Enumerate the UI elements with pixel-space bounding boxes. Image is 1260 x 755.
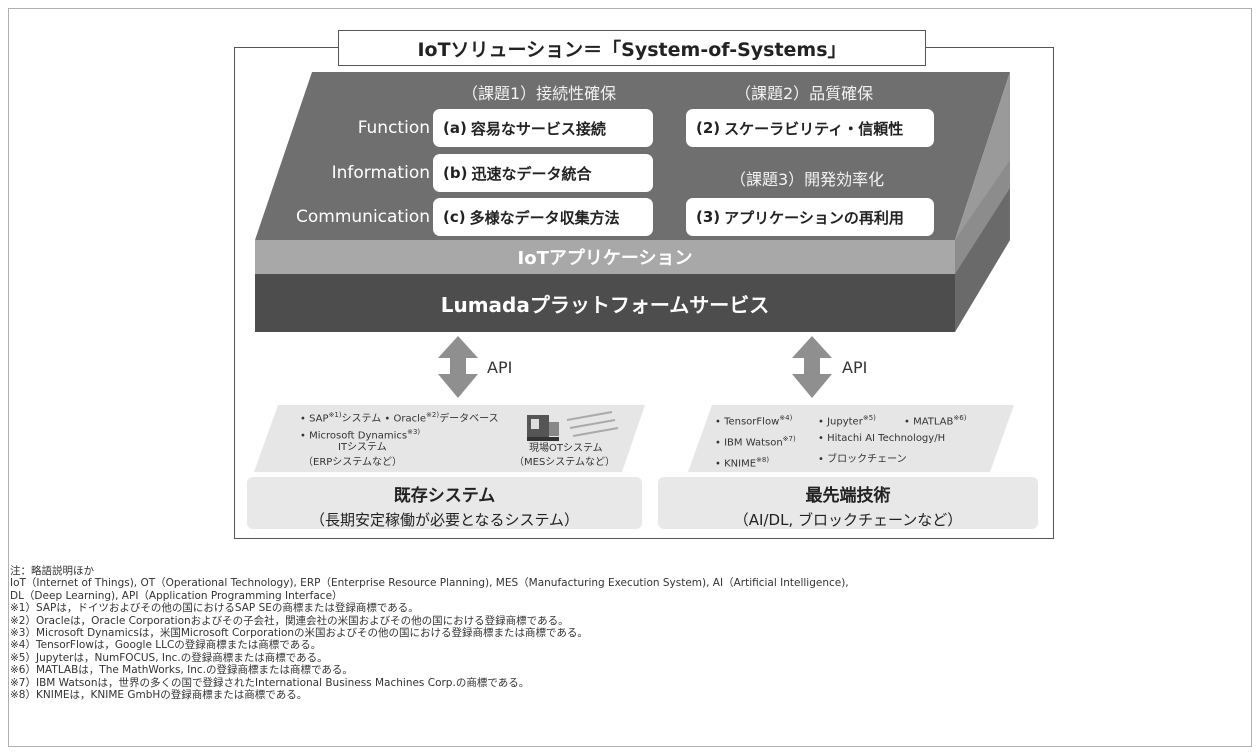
matlab-item: • MATLAB※6) [904, 414, 967, 428]
card-a-text: 容易なサービス接続 [470, 119, 606, 138]
diagram-title: IoTソリューション＝「System-of-Systems」 [338, 30, 926, 66]
card-b: (b) 迅速なデータ統合 [433, 154, 653, 192]
knime-item: • KNIME※8) [715, 456, 770, 470]
card-c-tag: (c) [443, 208, 466, 226]
app-layer-side [955, 160, 1010, 274]
jupyter-item: • Jupyter※5) [818, 414, 876, 428]
tensorflow-item: • TensorFlow※4) [715, 414, 793, 428]
mes-system-label: （MESシステムなど） [514, 457, 615, 468]
api-arrow-left [438, 336, 478, 398]
existing-systems-title: 既存システム [393, 486, 496, 506]
sap-oracle-line: • SAP※1)システム • Oracle※2)データベース [300, 411, 499, 425]
advanced-tech-box: 最先端技術 （AI/DL, ブロックチェーンなど） [658, 477, 1038, 529]
note-line: ※5）Jupyterは，NumFOCUS, Inc.の登録商標または商標である。 [10, 651, 328, 664]
advanced-tech-subtitle: （AI/DL, ブロックチェーンなど） [733, 511, 963, 529]
platform-layer-side [955, 188, 1010, 332]
erp-system-label: （ERPシステムなど） [303, 457, 402, 468]
card-b-text: 迅速なデータ統合 [471, 164, 592, 183]
row-label-communication: Communication [296, 207, 430, 227]
card-b-tag: (b) [443, 164, 468, 182]
hitachi-ai-item: • Hitachi AI Technology/H [818, 433, 946, 444]
it-system-label: ITシステム [338, 442, 387, 453]
note-line: ※3）Microsoft Dynamicsは，米国Microsoft Corpo… [10, 627, 588, 640]
advanced-tech-title: 最先端技術 [805, 486, 891, 506]
note-line: IoT（Internet of Things), OT（Operational … [10, 577, 849, 590]
iot-application-layer: IoTアプリケーション [255, 240, 955, 274]
issue2-heading: （課題2）品質確保 [735, 84, 874, 103]
issue3-heading: （課題3）開発効率化 [730, 170, 885, 189]
note-line: ※7）IBM Watsonは，世界の多くの国で登録されたInternationa… [10, 676, 530, 689]
row-label-function: Function [357, 118, 430, 138]
api-label-left: API [487, 358, 513, 377]
factory-machine-icon [527, 411, 619, 441]
existing-systems-box: 既存システム （長期安定稼働が必要となるシステム） [247, 477, 642, 529]
advanced-tech-panel [688, 405, 1014, 472]
lumada-platform-layer: Lumadaプラットフォームサービス [255, 274, 955, 332]
note-line: ※4）TensorFlowは，Google LLCの登録商標または商標である。 [10, 639, 322, 652]
card-3-text: アプリケーションの再利用 [724, 208, 904, 227]
api-label-right: API [842, 358, 868, 377]
api-arrow-right [792, 336, 832, 398]
figure-frame [8, 8, 1252, 747]
note-line: 注：略語説明ほか [10, 565, 94, 577]
existing-systems-subtitle: （長期安定稼働が必要となるシステム） [309, 511, 580, 529]
card-c: (c) 多様なデータ収集方法 [433, 198, 653, 236]
note-line: ※6）MATLABは，The MathWorks, Inc.の登録商標または商標… [10, 664, 353, 677]
ot-system-label: 現場OTシステム [529, 443, 603, 454]
card-3-tag: (3) [696, 208, 721, 226]
card-2-tag: (2) [696, 119, 721, 137]
ms-dynamics-line: • Microsoft Dynamics※3) [300, 428, 421, 442]
note-line: ※2）Oracleは，Oracle Corporationおよびその子会社，関連… [10, 614, 569, 627]
footnotes: 注：略語説明ほか IoT（Internet of Things), OT（Ope… [10, 565, 849, 701]
row-label-information: Information [331, 163, 430, 183]
card-2-text: スケーラビリティ・信頼性 [724, 119, 904, 138]
ibm-watson-item: • IBM Watson※7) [715, 435, 796, 449]
card-a: (a) 容易なサービス接続 [433, 109, 653, 147]
card-c-text: 多様なデータ収集方法 [469, 208, 620, 227]
note-line: ※8）KNIMEは，KNIME GmbHの登録商標または商標である。 [10, 689, 308, 702]
card-a-tag: (a) [443, 119, 467, 137]
issue1-heading: （課題1）接続性確保 [462, 84, 617, 103]
note-line: ※1）SAPは，ドイツおよびその他の国におけるSAP SEの商標または登録商標で… [10, 602, 419, 615]
note-line: DL（Deep Learning), API（Application Progr… [10, 589, 343, 602]
card-2: (2) スケーラビリティ・信頼性 [686, 109, 934, 147]
blockchain-item: • ブロックチェーン [818, 454, 907, 465]
card-3: (3) アプリケーションの再利用 [686, 198, 934, 236]
